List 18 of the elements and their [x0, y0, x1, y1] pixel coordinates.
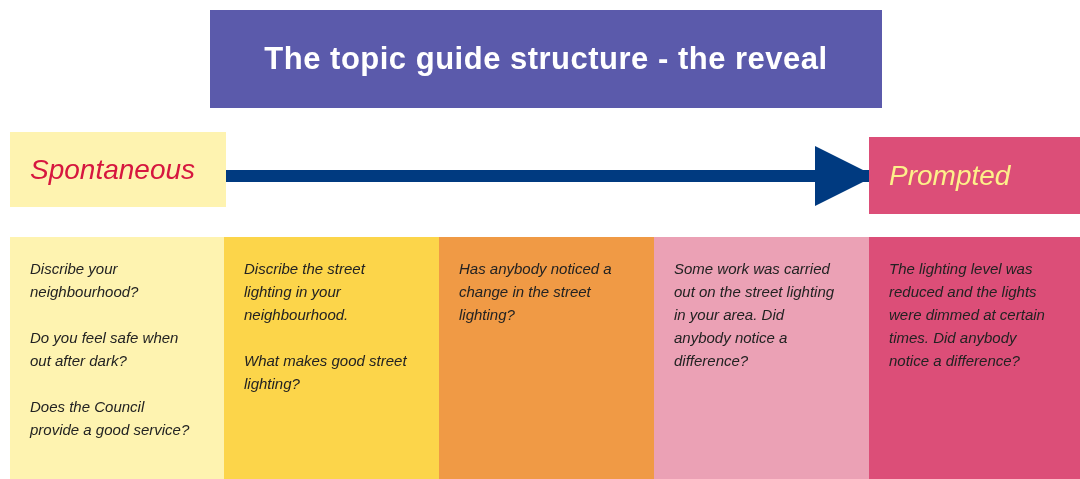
question-column	[10, 237, 224, 479]
question-text: Does the Council provide a good service?	[30, 397, 191, 440]
question-text: What makes good street lighting?	[244, 351, 408, 394]
stage-label	[869, 137, 1080, 214]
question-text: Do you feel safe when out after dark?	[30, 328, 180, 371]
question-column	[654, 237, 869, 479]
question-text: Has anybody noticed a change in the street lighting?	[459, 259, 613, 325]
question-text: Discribe the street lighting in your neighbourhood.	[244, 259, 367, 325]
title-banner: The topic guide structure - the reveal	[210, 10, 882, 108]
question-column	[224, 237, 439, 479]
stage-title: Prompted	[889, 159, 1011, 192]
question-column	[869, 237, 1080, 479]
stage-label	[10, 132, 226, 207]
question-text: The lighting level was reduced and the lights were dimmed at certain times. Did anybody notice a difference?	[889, 259, 1046, 371]
stage-title: Spontaneous	[30, 153, 196, 186]
question-text: Discribe your neighbourhood?	[30, 259, 140, 302]
question-column	[439, 237, 654, 479]
question-text: Some work was carried out on the street lighting in your area. Did anybody notice a difference?	[674, 259, 836, 371]
